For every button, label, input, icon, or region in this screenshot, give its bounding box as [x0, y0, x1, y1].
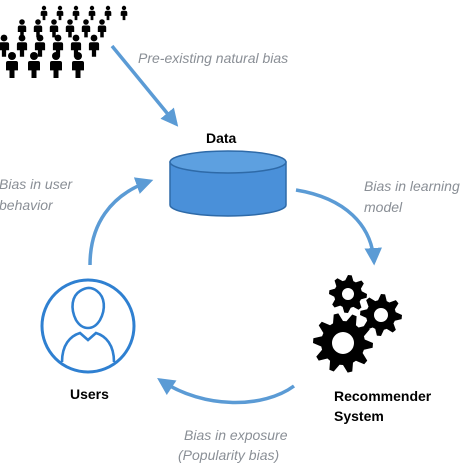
- person-icon: [99, 19, 105, 25]
- person-icon: [36, 34, 44, 42]
- person-body-icon: [40, 10, 48, 21]
- person-icon: [73, 5, 79, 11]
- person-icon: [57, 5, 63, 11]
- label-users: Users: [70, 386, 109, 402]
- label-bias-exposure-1: Bias in exposure: [184, 427, 288, 443]
- person-body-icon: [6, 61, 18, 78]
- person-body-icon: [56, 10, 64, 21]
- person-icon: [83, 19, 89, 25]
- person-body-icon: [120, 10, 128, 21]
- person-icon: [51, 19, 57, 25]
- person-body-icon: [28, 61, 40, 78]
- user-circle-icon: [40, 278, 136, 374]
- arrow-users-to-data: [88, 177, 154, 266]
- person-body-icon: [49, 25, 59, 38]
- label-preexisting-bias: Pre-existing natural bias: [138, 50, 289, 66]
- person-icon: [90, 34, 98, 42]
- person-body-icon: [88, 42, 100, 57]
- gear-icon: [313, 313, 373, 373]
- gear-icon: [329, 275, 367, 313]
- person-icon: [35, 19, 41, 25]
- people-crowd-icon: [0, 5, 128, 78]
- person-body-icon: [52, 42, 64, 57]
- label-bias-learning-2: model: [364, 199, 403, 215]
- person-body-icon: [33, 25, 43, 38]
- person-body-icon: [50, 61, 62, 78]
- label-bias-user-behavior-2: behavior: [0, 197, 53, 213]
- person-icon: [30, 52, 38, 60]
- person-body-icon: [72, 10, 80, 21]
- person-body-icon: [88, 10, 96, 21]
- person-icon: [41, 5, 47, 11]
- person-body-icon: [104, 10, 112, 21]
- label-recommender-2: System: [334, 408, 384, 424]
- label-bias-user-behavior-1: Bias in user: [0, 176, 73, 192]
- person-body-icon: [17, 25, 27, 38]
- arrow-crowd-to-data: [110, 44, 179, 127]
- database-cylinder-icon: [169, 150, 287, 217]
- person-icon: [8, 52, 16, 60]
- person-body-icon: [97, 25, 107, 38]
- label-data: Data: [206, 130, 237, 146]
- person-icon: [67, 19, 73, 25]
- person-icon: [121, 5, 127, 11]
- person-body-icon: [16, 42, 28, 57]
- person-icon: [74, 52, 82, 60]
- person-body-icon: [34, 42, 46, 57]
- gear-icon: [360, 294, 402, 336]
- person-body-icon: [81, 25, 91, 38]
- person-icon: [52, 52, 60, 60]
- arrow-recommender-to-users: [157, 378, 296, 405]
- person-icon: [19, 19, 25, 25]
- arrow-data-to-recommender: [295, 188, 382, 266]
- person-body-icon: [65, 25, 75, 38]
- person-icon: [72, 34, 80, 42]
- person-icon: [54, 34, 62, 42]
- person-body-icon: [72, 61, 84, 78]
- person-body-icon: [0, 42, 10, 57]
- label-recommender-1: Recommender: [334, 388, 432, 404]
- person-icon: [18, 34, 26, 42]
- label-bias-exposure-2: (Popularity bias): [178, 447, 280, 463]
- person-body-icon: [70, 42, 82, 57]
- person-icon: [105, 5, 111, 11]
- gears-icon: [313, 275, 402, 373]
- person-icon: [89, 5, 95, 11]
- person-icon: [0, 34, 8, 42]
- label-bias-learning-1: Bias in learning: [364, 178, 460, 194]
